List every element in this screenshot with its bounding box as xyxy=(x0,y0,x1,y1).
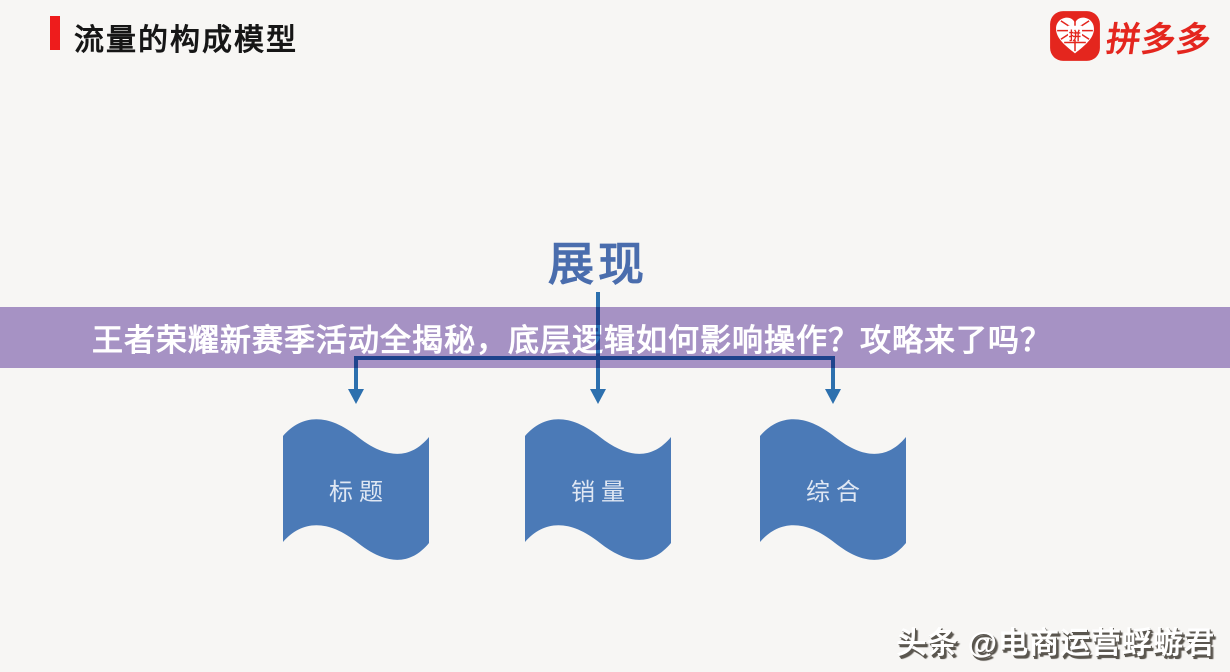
flag-node-sales: 销量 xyxy=(525,410,671,568)
slide-header: 流量的构成模型 拼 拼多多 xyxy=(0,0,1230,72)
flag-node-comprehensive: 综合 xyxy=(760,410,906,568)
pinduoduo-heart-icon: 拼 xyxy=(1050,11,1100,61)
watermark: 头条 @电商运营蜉蝣君 xyxy=(896,627,1215,660)
flag-label: 标题 xyxy=(329,478,389,506)
video-subtitle-banner: 王者荣耀新赛季活动全揭秘，底层逻辑如何影响操作？攻略来了吗？ xyxy=(0,307,1230,368)
flag-node-title: 标题 xyxy=(283,410,429,568)
brand-name: 拼多多 xyxy=(1103,20,1215,59)
page-title: 流量的构成模型 xyxy=(74,24,298,57)
arrow-down-icon xyxy=(590,389,606,404)
flag-label: 销量 xyxy=(571,478,631,506)
wave-flag-shape xyxy=(525,419,671,560)
logo-pin-character: 拼 xyxy=(1069,29,1081,43)
arrow-down-icon xyxy=(348,389,364,404)
arrow-down-icon xyxy=(825,389,841,404)
subtitle-text: 王者荣耀新赛季活动全揭秘，底层逻辑如何影响操作？攻略来了吗？ xyxy=(92,323,1052,358)
flag-label: 综合 xyxy=(806,478,866,506)
wave-flag-shape xyxy=(283,419,429,560)
pinduoduo-logo: 拼 拼多多 xyxy=(1049,10,1214,62)
wave-flag-shape xyxy=(760,419,906,560)
root-node-label: 展现 xyxy=(548,238,648,290)
title-accent-bar xyxy=(50,16,60,50)
